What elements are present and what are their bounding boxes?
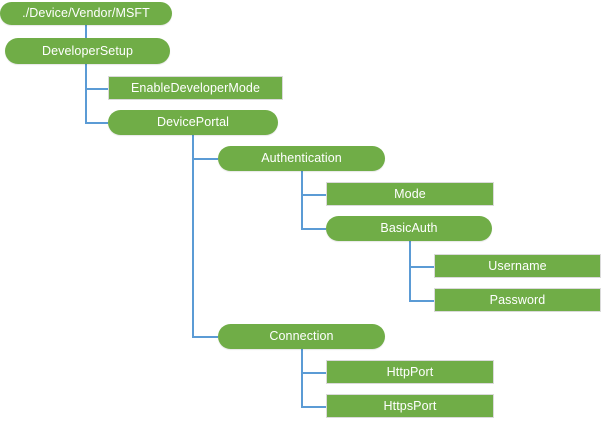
tree-node-label: Password bbox=[489, 292, 546, 307]
connector-basicauth-to-password bbox=[409, 300, 434, 302]
tree-node-connection[interactable]: Connection bbox=[218, 324, 385, 349]
connector-connection-trunk bbox=[301, 372, 303, 407]
connector-developersetup-to-enablemode bbox=[85, 88, 108, 90]
tree-node-developer-setup[interactable]: DeveloperSetup bbox=[5, 38, 170, 64]
connector-connection-to-httpport bbox=[301, 372, 326, 374]
connector-root-to-developersetup bbox=[85, 25, 87, 38]
connector-basicauth-to-username bbox=[409, 266, 434, 268]
tree-node-username[interactable]: Username bbox=[434, 254, 601, 278]
tree-node-label: DevicePortal bbox=[156, 115, 230, 130]
connector-connection-down bbox=[301, 349, 303, 372]
connector-deviceportal-down bbox=[192, 135, 194, 159]
connector-connection-to-httpsport bbox=[301, 406, 326, 408]
tree-node-label: Mode bbox=[394, 186, 426, 201]
tree-node-mode[interactable]: Mode bbox=[326, 182, 494, 206]
connector-auth-trunk bbox=[301, 194, 303, 229]
connector-deviceportal-trunk bbox=[192, 158, 194, 337]
tree-node-label: ./Device/Vendor/MSFT bbox=[22, 6, 150, 21]
connector-deviceportal-to-connection bbox=[192, 336, 218, 338]
connector-basicauth-trunk bbox=[409, 266, 411, 301]
connector-basicauth-down bbox=[409, 241, 411, 267]
tree-node-device-portal[interactable]: DevicePortal bbox=[108, 110, 278, 135]
tree-node-label: HttpsPort bbox=[383, 398, 437, 413]
tree-node-label: EnableDeveloperMode bbox=[130, 80, 261, 95]
tree-node-label: Authentication bbox=[261, 151, 342, 166]
tree-node-label: HttpPort bbox=[386, 364, 434, 379]
connector-auth-to-mode bbox=[301, 194, 326, 196]
tree-node-https-port[interactable]: HttpsPort bbox=[326, 394, 494, 418]
tree-node-enable-developer-mode[interactable]: EnableDeveloperMode bbox=[108, 76, 283, 100]
tree-node-http-port[interactable]: HttpPort bbox=[326, 360, 494, 384]
tree-node-root[interactable]: ./Device/Vendor/MSFT bbox=[0, 2, 172, 25]
tree-node-label: DeveloperSetup bbox=[41, 43, 134, 58]
connector-developersetup-trunk bbox=[85, 64, 87, 123]
tree-node-label: Username bbox=[488, 258, 547, 273]
connector-developersetup-to-deviceportal bbox=[85, 122, 108, 124]
connector-deviceportal-to-auth bbox=[192, 158, 218, 160]
connector-auth-down bbox=[301, 171, 303, 195]
tree-node-label: Connection bbox=[269, 329, 334, 344]
tree-node-password[interactable]: Password bbox=[434, 288, 601, 312]
connector-auth-to-basicauth bbox=[301, 228, 326, 230]
tree-node-label: BasicAuth bbox=[380, 221, 438, 236]
tree-node-authentication[interactable]: Authentication bbox=[218, 146, 385, 171]
tree-node-basic-auth[interactable]: BasicAuth bbox=[326, 216, 492, 241]
